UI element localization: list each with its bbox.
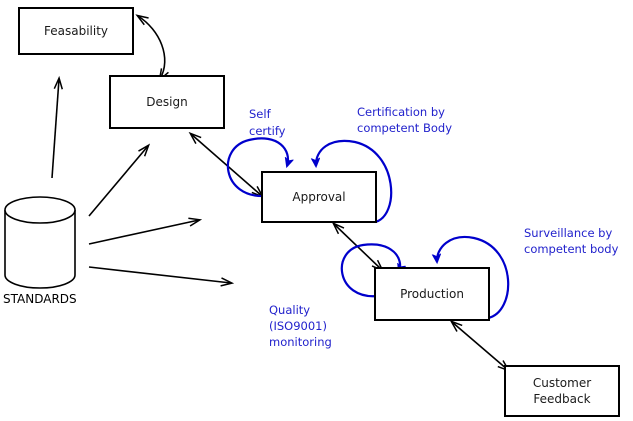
node-customer-feedback[interactable]: Customer Feedback — [504, 365, 620, 417]
node-feasability[interactable]: Feasability — [18, 7, 134, 55]
connector-standards-feasability — [51, 79, 59, 179]
annotation-certification-line1: Certification by — [357, 105, 445, 119]
annotation-certification-line2: competent Body — [357, 121, 452, 135]
node-production-label: Production — [400, 287, 464, 301]
node-approval-label: Approval — [292, 190, 345, 204]
connector-standards-production — [88, 266, 231, 283]
connector-standards-design — [88, 146, 148, 217]
annotation-quality-iso9001-monitoring: Quality (ISO9001) monitoring — [269, 303, 332, 349]
node-customer-feedback-shape[interactable] — [504, 365, 620, 417]
annotation-quality-line1: Quality — [269, 303, 310, 317]
annotation-self-certify-line2: certify — [249, 124, 286, 138]
annotation-quality-line2: (ISO9001) — [269, 319, 327, 333]
standards-cylinder-top[interactable] — [4, 196, 76, 224]
node-design[interactable]: Design — [109, 75, 225, 129]
annotation-quality-line3: monitoring — [269, 335, 332, 349]
annotation-surveillance-by-competent-body: Surveillance by competent body — [524, 226, 619, 256]
annotation-self-certify-line1: Self — [249, 107, 272, 121]
connector-production-customer-feedback — [452, 322, 508, 370]
node-production[interactable]: Production — [374, 267, 490, 321]
loop-approval-self-certify — [226, 137, 288, 198]
node-approval[interactable]: Approval — [261, 171, 377, 223]
connector-standards-approval — [88, 220, 199, 245]
data-store-standards[interactable]: STANDARDS — [3, 196, 77, 306]
annotation-surveillance-line2: competent body — [524, 242, 619, 256]
annotation-surveillance-line1: Surveillance by — [524, 226, 612, 240]
annotation-certification-by-competent-body: Certification by competent Body — [357, 105, 452, 135]
node-production-shape[interactable] — [374, 267, 490, 321]
loop-production-quality — [340, 243, 400, 298]
connector-design-approval — [191, 134, 262, 196]
node-design-shape[interactable] — [109, 75, 225, 129]
data-store-standards-label: STANDARDS — [3, 292, 77, 306]
node-feasability-shape[interactable] — [18, 7, 134, 55]
node-customer-feedback-label-line1: Customer — [533, 376, 591, 390]
loop-production-surveillance — [437, 235, 510, 320]
loop-approval-certification — [316, 139, 393, 224]
node-design-label: Design — [146, 95, 187, 109]
annotation-self-certify: Self certify — [249, 107, 286, 138]
node-customer-feedback-label-line2: Feedback — [533, 392, 590, 406]
node-approval-shape[interactable] — [261, 171, 377, 223]
node-feasability-label: Feasability — [44, 24, 108, 38]
connector-design-feasability — [138, 16, 165, 79]
standards-cylinder-body[interactable] — [4, 210, 76, 289]
